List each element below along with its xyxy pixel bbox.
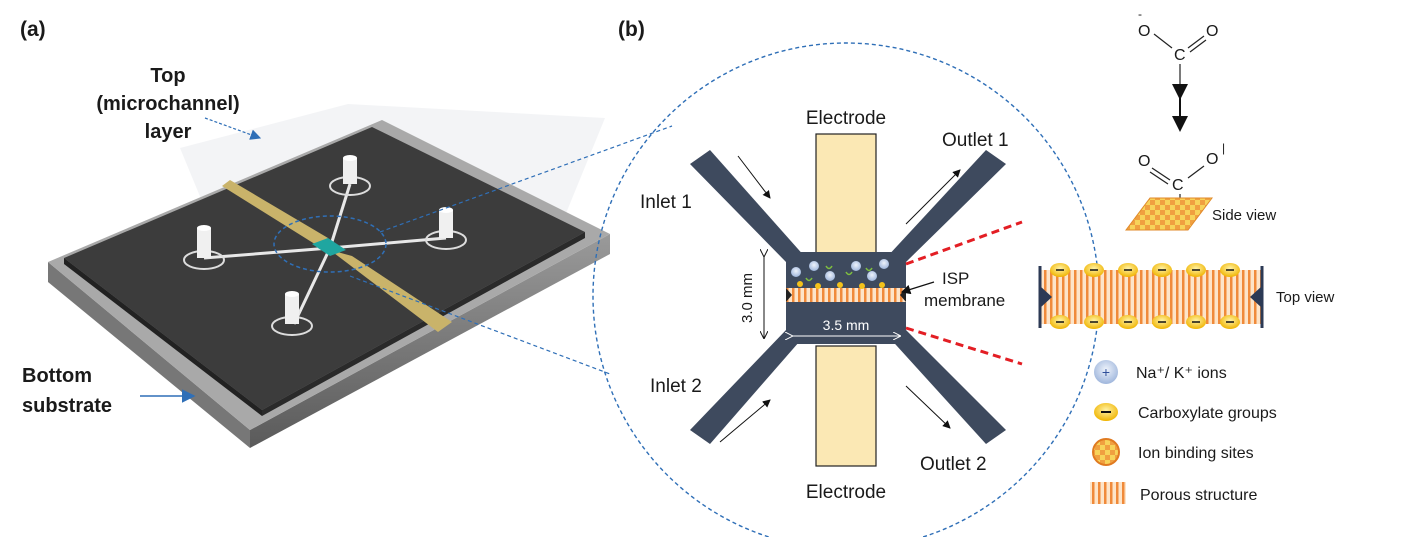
svg-text:Carboxylate groups: Carboxylate groups [1138, 405, 1277, 422]
svg-text:O: O [1206, 23, 1218, 40]
channel-inlet-1 [690, 150, 806, 262]
red-dash-lower [905, 326, 1023, 366]
electrode-bottom-rect [815, 345, 877, 467]
outlet-1-label: Outlet 1 [942, 130, 1009, 151]
svg-text:Ion binding sites: Ion binding sites [1138, 445, 1254, 462]
zoom-ellipse [273, 215, 387, 273]
svg-text:O: O [1138, 153, 1150, 170]
svg-text:Bottom: Bottom [22, 365, 92, 387]
carboxylate-row-top [1050, 263, 1240, 277]
substrate-side-left [48, 262, 250, 448]
channel-outlet-1 [886, 150, 1006, 262]
red-dash-upper [905, 220, 1023, 266]
substrate-side-right [250, 234, 610, 448]
porous-icon [1090, 482, 1126, 504]
svg-text:O: O [1206, 151, 1218, 168]
channel-outlet-2 [886, 330, 1006, 444]
port-top [329, 155, 371, 196]
svg-text:ISP: ISP [942, 269, 969, 288]
flow-arrow-outlet-2 [905, 385, 951, 429]
port-bottom [271, 291, 313, 336]
svg-text:Porous structure: Porous structure [1140, 487, 1257, 504]
dimension-width-label: 3.5 mm [823, 317, 870, 333]
sensing-chamber [312, 238, 346, 256]
svg-text:membrane: membrane [924, 291, 1005, 310]
svg-text:layer: layer [145, 121, 192, 143]
ion-mark [791, 267, 801, 277]
ion-mark [809, 261, 819, 271]
legend-item-binding-sites: Ion binding sites [1092, 438, 1254, 466]
carboxylate-top-molecule: O - C O [1138, 7, 1218, 84]
ion-mark [851, 261, 861, 271]
flow-arrow-inlet-1 [737, 155, 771, 199]
channel-inlet-2 [690, 330, 806, 444]
legend-item-carboxylate: Carboxylate groups [1094, 403, 1277, 422]
side-view-label: Side view [1212, 207, 1276, 224]
side-view-binding-sheet [1125, 197, 1213, 231]
outlet-2-label: Outlet 2 [920, 454, 987, 475]
inlet-2-label: Inlet 2 [650, 376, 702, 397]
carboxylate-bound-molecule: O C O | [1138, 141, 1225, 212]
legend-item-porous: Porous structure [1090, 482, 1257, 504]
svg-text:(microchannel): (microchannel) [96, 93, 239, 115]
svg-text:Na⁺/ K⁺ ions: Na⁺/ K⁺ ions [1136, 365, 1227, 382]
panel-a-label: (a) [20, 18, 46, 41]
microchannel-layer [64, 127, 585, 410]
top-layer-label: Top (microchannel) layer [96, 65, 239, 143]
flow-arrow-inlet-2 [719, 399, 771, 443]
electrode-top-rect [815, 133, 877, 257]
chamber-ions [791, 259, 889, 289]
device-3d [48, 104, 610, 448]
svg-text:C: C [1172, 177, 1184, 194]
inlet-1-label: Inlet 1 [640, 192, 692, 213]
top-view-membrane [1038, 263, 1264, 329]
panel-b-label: (b) [618, 18, 645, 41]
svg-text:O: O [1138, 23, 1150, 40]
dimension-height-label: 3.0 mm [739, 273, 756, 323]
svg-text:+: + [1102, 364, 1110, 380]
flow-arrow-outlet-1 [905, 169, 961, 225]
svg-text:Top: Top [150, 65, 185, 87]
electrode-top-label: Electrode [806, 108, 886, 129]
ion-mark [867, 271, 877, 281]
bottom-substrate-label: Bottom substrate [22, 365, 112, 417]
ion-mark [879, 259, 889, 269]
electrode-bottom-label: Electrode [806, 482, 886, 503]
zoom-connector-lower [349, 275, 611, 375]
svg-text:|: | [1222, 141, 1225, 155]
ion-icon [1094, 360, 1118, 384]
isp-membrane-strip [786, 288, 906, 302]
isp-pointer [900, 281, 935, 295]
ion-mark [825, 271, 835, 281]
binding-site-icon [1092, 438, 1120, 466]
legend-item-ions: + Na⁺/ K⁺ ions [1094, 360, 1227, 384]
svg-text:substrate: substrate [22, 395, 112, 417]
top-view-label: Top view [1276, 289, 1335, 306]
isp-membrane-label: ISP membrane [924, 269, 1005, 310]
zoom-connector-upper [379, 125, 673, 233]
svg-text:-: - [1138, 7, 1142, 21]
legend: + Na⁺/ K⁺ ions Carboxylate groups Ion bi… [1090, 360, 1277, 504]
electrode-lead-top [222, 180, 328, 246]
carboxylate-row-bottom [1050, 315, 1240, 329]
port-left [183, 225, 225, 270]
port-right [425, 207, 467, 250]
porous-membrane-top-view [1040, 270, 1262, 324]
svg-text:C: C [1174, 47, 1186, 64]
